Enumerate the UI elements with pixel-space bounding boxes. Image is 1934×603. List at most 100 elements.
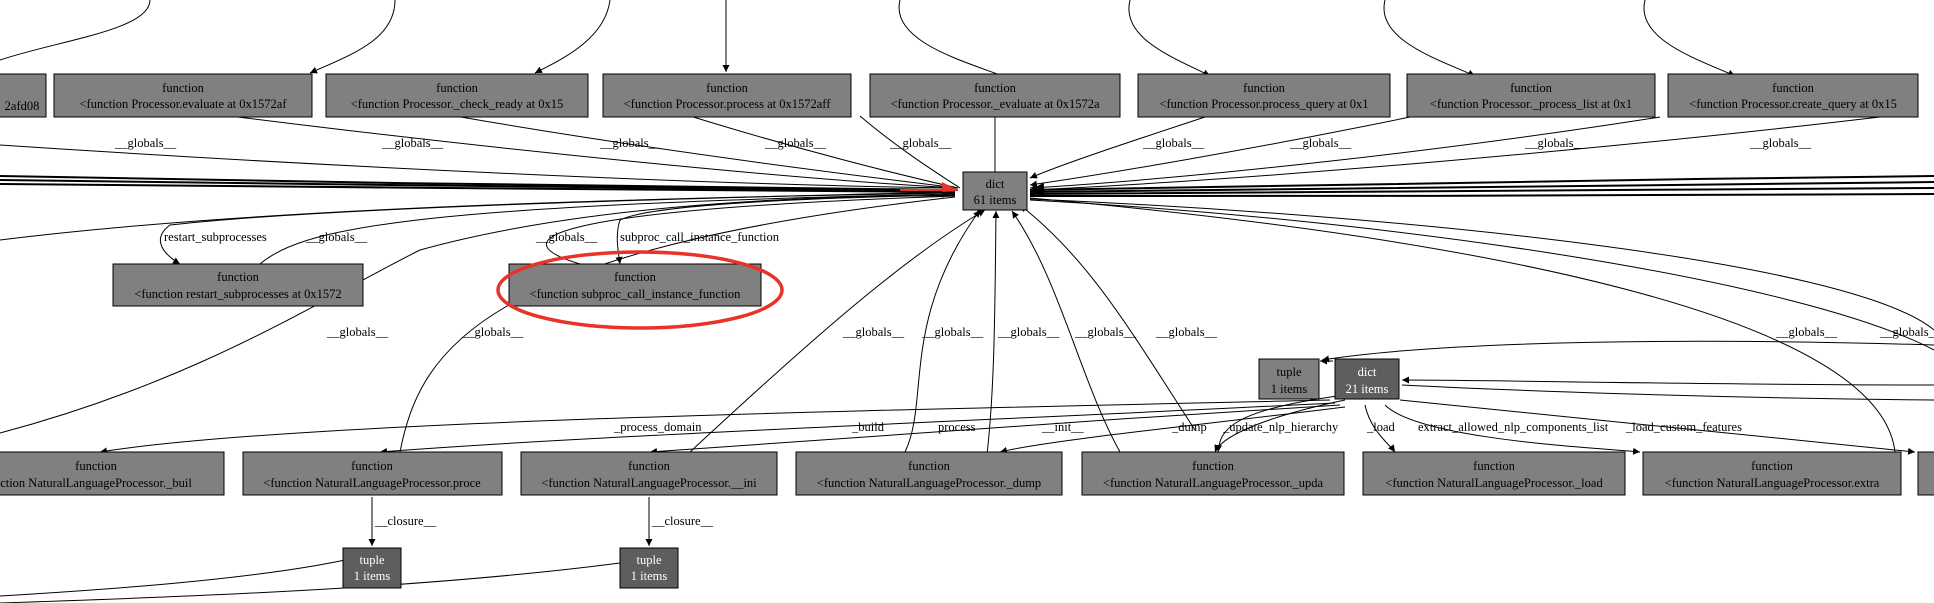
edge-label-load: _load [1366, 420, 1396, 434]
node-nlp-load[interactable]: function <function NaturalLanguageProces… [1362, 451, 1626, 496]
edge-label-load-custom: _load_custom_features [1625, 420, 1742, 434]
edge-label-globals-4: __globals__ [764, 136, 827, 150]
edge-right-long-2 [1029, 199, 1934, 351]
node-nlp-build[interactable]: function ction NaturalLanguageProcessor.… [0, 451, 225, 496]
node-processor-evaluate[interactable]: function <function Processor.evaluate at… [53, 73, 313, 118]
edge-subproc [615, 194, 956, 265]
edge-label-restart: restart_subprocesses [164, 230, 267, 244]
svg-text:dict: dict [986, 177, 1005, 191]
edge-label-mid-1: __globals__ [842, 325, 905, 339]
svg-text:<function NaturalLanguageProce: <function NaturalLanguageProcessor._dump [817, 476, 1041, 490]
svg-text:<function subproc_call_instanc: <function subproc_call_instance_function [530, 287, 742, 301]
edge-globals-7 [1029, 116, 1206, 179]
svg-text:function: function [1772, 81, 1814, 95]
svg-text:61 items: 61 items [974, 193, 1017, 207]
edge-bundle-right-4 [1029, 193, 1934, 197]
nodes: 2afd08 function <function Processor.eval… [0, 73, 1934, 589]
node-nlp-process[interactable]: function <function NaturalLanguageProces… [242, 451, 503, 496]
node-nlp-dump[interactable]: function <function NaturalLanguageProces… [795, 451, 1063, 496]
edge-extract [1384, 404, 1641, 455]
edge-load-custom [1399, 399, 1916, 455]
node-nlp-extra[interactable]: function <function NaturalLanguageProces… [1642, 451, 1902, 496]
svg-text:tuple: tuple [637, 553, 662, 567]
svg-text:function: function [628, 459, 670, 473]
edge-low-left-1 [0, 195, 956, 434]
edge-labels: __globals__ __globals__ __globals__ __gl… [114, 136, 1934, 528]
edge-incoming-top-5 [898, 0, 1001, 76]
edge-bundle-right-1 [1029, 175, 1934, 197]
edge-label-process-domain: _process_domain [613, 420, 702, 434]
svg-text:tuple: tuple [360, 553, 385, 567]
svg-text:function: function [1510, 81, 1552, 95]
node-processor-process-query[interactable]: function <function Processor.process_que… [1137, 73, 1391, 118]
edge-globals-2 [229, 115, 959, 189]
edge-incoming-top-1 [0, 0, 151, 61]
edge-label-closure-2: __closure__ [651, 514, 714, 528]
edge-right-to-tuple [1321, 340, 1934, 363]
edge-incoming-top-3 [534, 0, 611, 74]
edge-label-low-left-2: __globals__ [461, 325, 524, 339]
svg-text:function: function [908, 459, 950, 473]
edge-subproc-globals [545, 195, 956, 265]
edge-label-restart-globals: __globals__ [305, 230, 368, 244]
edge-bundle-left-2 [0, 179, 956, 192]
edge-incoming-top-2 [309, 0, 396, 74]
node-subproc-call-instance-function[interactable]: function <function subproc_call_instance… [508, 263, 762, 307]
node-closure-tuple-1[interactable]: tuple 1 items [342, 547, 402, 589]
edge-label-extract: extract_allowed_nlp_components_list [1418, 420, 1609, 434]
svg-text:function: function [162, 81, 204, 95]
svg-text:<function Processor.process_qu: <function Processor.process_query at 0x1 [1159, 97, 1368, 111]
svg-text:<function NaturalLanguageProce: <function NaturalLanguageProcessor.__ini [541, 476, 757, 490]
edge-label-low-left-1: __globals__ [326, 325, 389, 339]
node-closure-tuple-2[interactable]: tuple 1 items [619, 547, 679, 589]
svg-text:function: function [217, 270, 259, 284]
node-processor-process-list[interactable]: function <function Processor._process_li… [1406, 73, 1656, 118]
node-afd08[interactable]: 2afd08 [0, 73, 47, 118]
node-processor-create-query[interactable]: function <function Processor.create_quer… [1667, 73, 1919, 118]
edge-label-globals-9: __globals__ [1749, 136, 1812, 150]
edge-globals-1 [0, 144, 959, 189]
edge-label-dump: _dump [1171, 420, 1207, 434]
edge-label-subproc-globals: __globals__ [535, 230, 598, 244]
svg-text:<function NaturalLanguageProce: <function NaturalLanguageProcessor.extra [1665, 476, 1880, 490]
edge-mid-4 [1011, 210, 1121, 453]
svg-text:function: function [75, 459, 117, 473]
edge-label-right-1: __globals__ [1775, 325, 1838, 339]
node-processor-process[interactable]: function <function Processor.process at … [602, 73, 852, 118]
svg-text:dict: dict [1358, 365, 1377, 379]
edge-update [1215, 394, 1346, 453]
edge-label-mid-3: __globals__ [997, 325, 1060, 339]
svg-text:function: function [436, 81, 478, 95]
edge-label-build: _build [851, 420, 885, 434]
svg-text:<function restart_subprocesses: <function restart_subprocesses at 0x1572 [134, 287, 341, 301]
svg-text:function: function [1192, 459, 1234, 473]
node-processor-underscore-evaluate[interactable]: function <function Processor._evaluate a… [869, 73, 1121, 118]
node-dict-21-items[interactable]: dict 21 items [1334, 358, 1400, 400]
edge-label-globals-8: __globals__ [1524, 136, 1587, 150]
svg-text:<function Processor.create_que: <function Processor.create_query at 0x15 [1689, 97, 1897, 111]
svg-text:<function Processor.process at: <function Processor.process at 0x1572aff [624, 97, 832, 111]
edge-mid-3 [984, 210, 1000, 471]
node-right-clipped[interactable] [1917, 451, 1934, 496]
edge-label-update: _update_nlp_hierarchy [1222, 420, 1339, 434]
edge-label-closure-1: __closure__ [374, 514, 437, 528]
edge-incoming-top-7 [1383, 0, 1476, 77]
node-nlp-update[interactable]: function <function NaturalLanguageProces… [1081, 451, 1345, 496]
node-tuple-1-items[interactable]: tuple 1 items [1258, 358, 1320, 400]
edge-right-long-1 [1029, 197, 1896, 453]
edge-restart-left [0, 192, 956, 241]
node-dict-61-items[interactable]: dict 61 items [962, 171, 1028, 211]
node-restart-subprocesses[interactable]: function <function restart_subprocesses … [112, 263, 364, 307]
edge-process-domain [99, 399, 1331, 455]
svg-text:function: function [614, 270, 656, 284]
edge-label-globals-7: __globals__ [1289, 136, 1352, 150]
node-nlp-init[interactable]: function <function NaturalLanguageProces… [520, 451, 778, 496]
node-processor-check-ready[interactable]: function <function Processor._check_read… [325, 73, 589, 118]
edge-restart-globals [259, 193, 956, 265]
svg-text:tuple: tuple [1277, 365, 1302, 379]
edge-build [379, 402, 1336, 455]
svg-text:<function Processor._evaluate: <function Processor._evaluate at 0x1572a [890, 97, 1100, 111]
edge-mid-1 [689, 209, 986, 453]
